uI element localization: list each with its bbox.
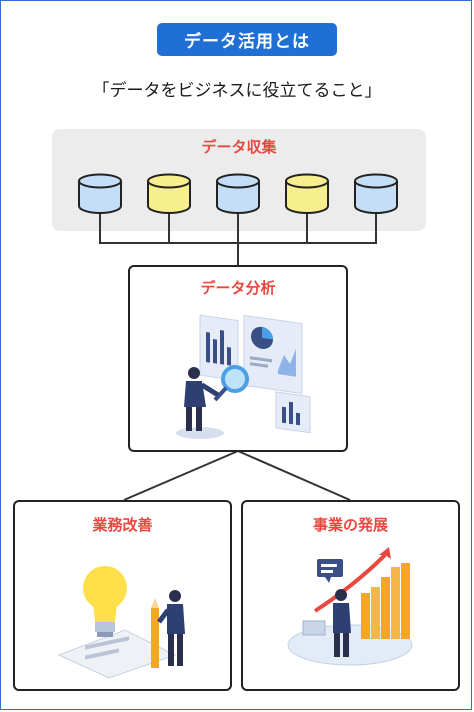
data-analysis-label: データ分析 — [200, 279, 276, 297]
business-development-label: 事業の発展 — [312, 516, 388, 534]
database-icon — [78, 173, 122, 214]
database-icon — [216, 173, 260, 214]
lightbulb-pencil-icon — [57, 566, 185, 679]
database-icon — [354, 173, 398, 214]
analyst-magnifier-icon — [176, 314, 311, 439]
business-improvement-label: 業務改善 — [92, 516, 153, 534]
growth-chart-icon — [287, 547, 413, 666]
data-collection-label: データ収集 — [201, 138, 277, 156]
database-icon — [147, 173, 191, 214]
page-title: データ活用とは — [157, 23, 337, 56]
subtitle: 「データをビジネスに役立てること」 — [92, 81, 382, 101]
database-icon — [285, 173, 329, 214]
